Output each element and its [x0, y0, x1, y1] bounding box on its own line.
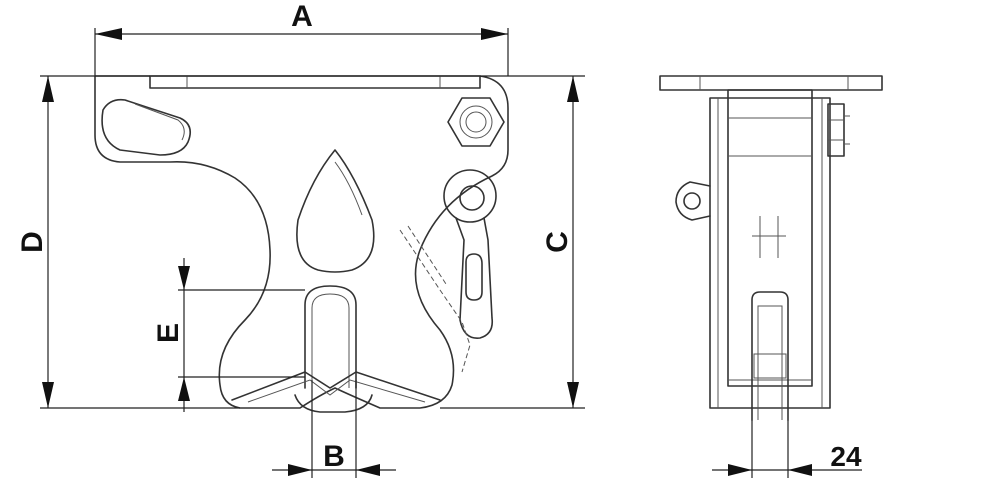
side-body — [709, 97, 831, 409]
side-ear — [675, 181, 711, 221]
clamp-body — [94, 75, 509, 409]
side-jaw — [751, 291, 789, 421]
dimension-b — [272, 380, 396, 478]
jaw-foot — [294, 394, 373, 413]
label-e: E — [152, 323, 185, 343]
dimension-24 — [712, 420, 862, 478]
label-24: 24 — [830, 441, 862, 472]
side-top-plate — [659, 75, 883, 91]
center-teardrop — [296, 149, 375, 273]
side-view — [659, 75, 883, 421]
lever-eye-outer — [443, 169, 497, 223]
side-nut — [827, 103, 845, 157]
label-c: C — [541, 231, 574, 253]
jaw-slot — [304, 285, 357, 389]
label-d: D — [16, 231, 49, 253]
lever-arm — [455, 217, 494, 339]
label-b: B — [323, 440, 345, 473]
hex-nut — [447, 97, 505, 147]
jaw-wings — [231, 371, 441, 401]
dimension-d — [40, 75, 240, 409]
side-center-block — [727, 89, 813, 387]
lever-eye-inner — [459, 185, 485, 211]
dimension-a — [94, 28, 509, 76]
dimension-c — [440, 75, 585, 409]
upper-left-eye — [101, 98, 191, 156]
front-view — [94, 75, 509, 413]
top-plate — [149, 75, 481, 89]
dimension-e — [178, 258, 305, 412]
hidden-spring — [399, 229, 471, 373]
label-a: A — [291, 0, 313, 33]
